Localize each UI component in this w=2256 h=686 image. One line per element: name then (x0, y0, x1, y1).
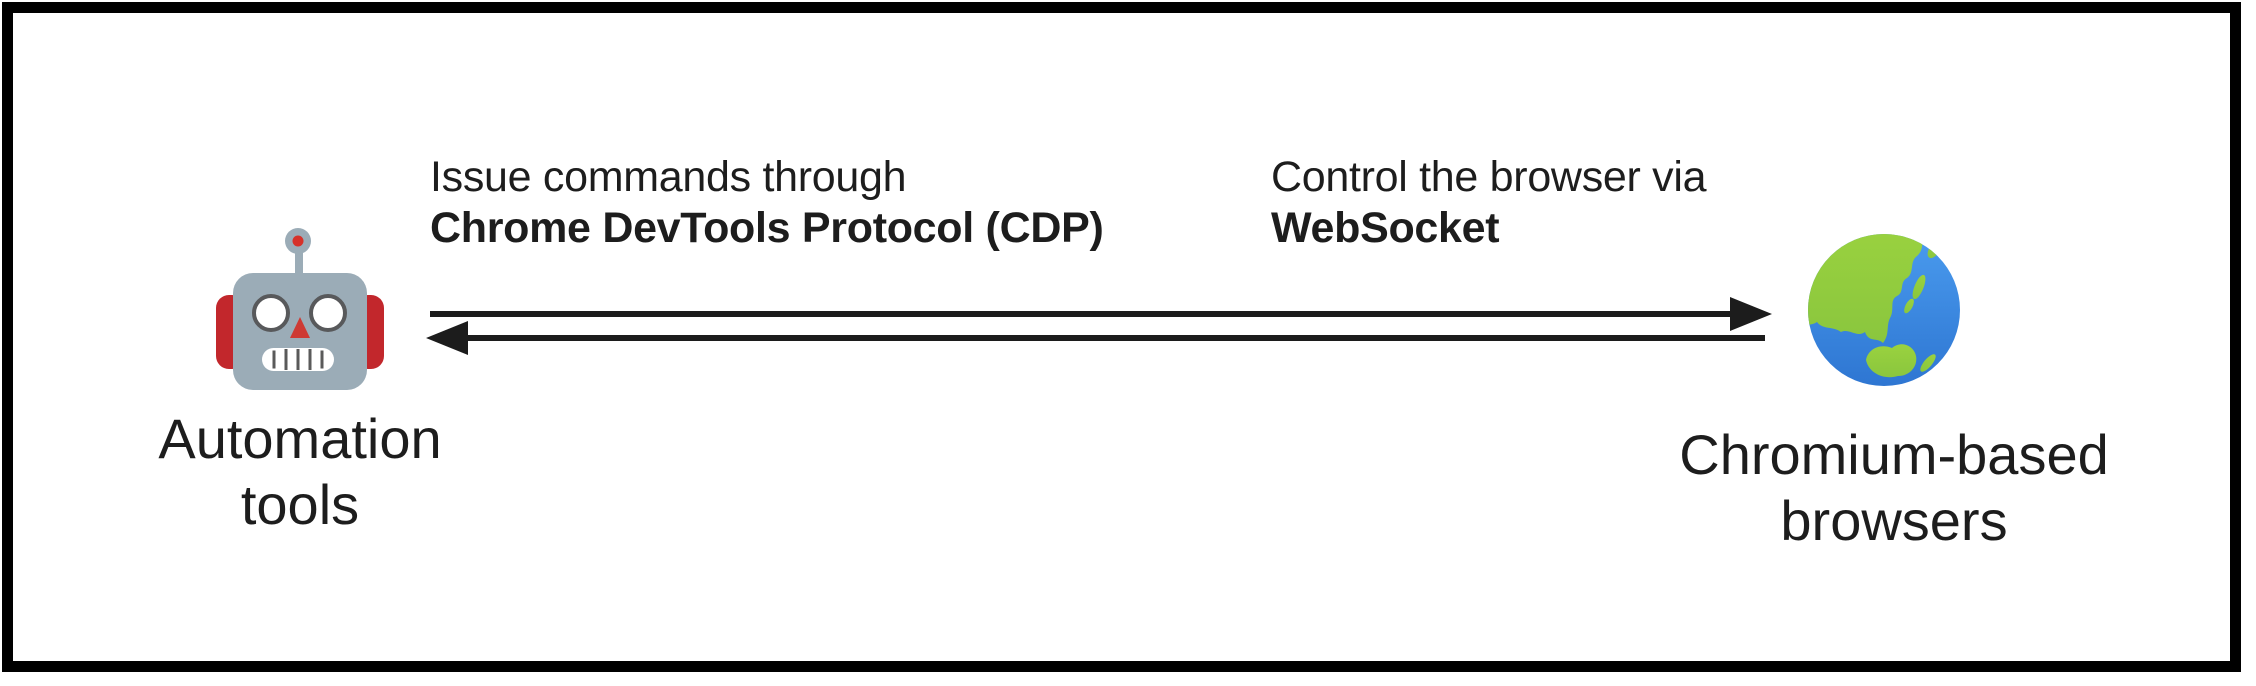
request-arrow-right-icon (430, 297, 1772, 331)
response-arrow-left-icon (426, 321, 1765, 355)
chromium-browsers-label-line2: browsers (1780, 489, 2008, 552)
cdp-annotation-line2: Chrome DevTools Protocol (CDP) (430, 204, 1104, 252)
websocket-annotation-line1: Control the browser via (1271, 153, 1707, 201)
chromium-browsers-label: Chromium-based browsers (1634, 422, 2154, 554)
robot-icon (216, 228, 384, 390)
diagram-frame-border (2, 2, 2241, 672)
cdp-annotation: Issue commands through Chrome DevTools P… (430, 152, 1104, 254)
cdp-annotation-line1: Issue commands through (430, 153, 907, 201)
chromium-browsers-label-line1: Chromium-based (1679, 423, 2109, 486)
globe-icon (1808, 234, 1960, 386)
websocket-annotation: Control the browser via WebSocket (1271, 152, 1707, 254)
automation-tools-label-line2: tools (240, 473, 360, 536)
automation-tools-label-line1: Automation (158, 407, 442, 470)
automation-tools-label: Automation tools (90, 406, 510, 538)
websocket-annotation-line2: WebSocket (1271, 204, 1500, 252)
